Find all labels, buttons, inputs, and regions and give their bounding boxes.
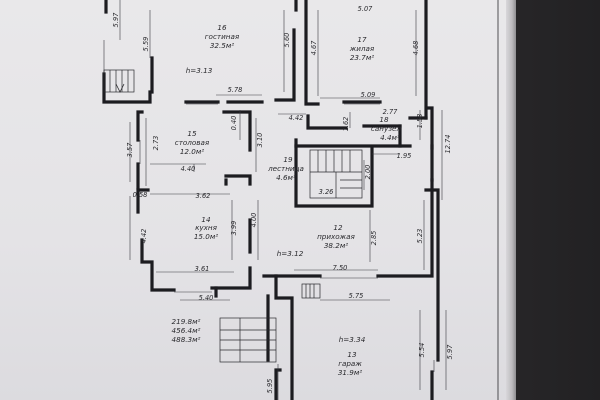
dim-3-57: 3.57 [126, 142, 134, 157]
dim-5-60: 5.60 [283, 33, 291, 48]
dim-5-97-right: 5.97 [446, 344, 454, 359]
room-area-16: 32.5м² [210, 41, 234, 50]
dim-5-23: 5.23 [416, 229, 424, 244]
dim-4-67: 4.67 [310, 40, 318, 55]
room-number-13: 13 [347, 350, 357, 359]
room-name-17: жилая [349, 44, 375, 53]
room-number-17: 17 [357, 35, 367, 44]
room-name-15: столовая [175, 138, 210, 147]
dim-5-54: 5.54 [418, 343, 426, 358]
dim-2-77: 2.77 [383, 108, 398, 116]
walls [102, 0, 440, 400]
dim-5-07: 5.07 [358, 5, 373, 13]
dim-5-40: 5.40 [199, 294, 214, 302]
dimension-labels: 5.97 5.59 5.60 5.07 4.67 4.68 5.78 5.09 … [112, 5, 454, 393]
dim-2-85: 2.85 [370, 231, 378, 246]
dim-5-97-top: 5.97 [112, 12, 120, 27]
height-garage: h=3.34 [339, 335, 366, 344]
room-name-14: кухня [195, 223, 218, 232]
dim-0-40: 0.40 [230, 116, 238, 131]
dim-1-95: 1.95 [397, 152, 412, 160]
room-area-17: 23.7м² [350, 53, 374, 62]
dim-3-26: 3.26 [319, 188, 334, 196]
room-area-12: 38.2м² [324, 241, 348, 250]
dim-5-75: 5.75 [349, 292, 364, 300]
room-area-15: 12.0м² [180, 147, 204, 156]
room-area-13: 31.9м² [338, 368, 362, 377]
room-area-18: 4.4м² [380, 133, 400, 142]
dim-4-40: 4.40 [181, 165, 196, 173]
dim-3-10: 3.10 [256, 133, 264, 148]
window-lines [103, 40, 435, 372]
dim-2-00: 2.00 [364, 165, 372, 180]
dim-12-74: 12.74 [444, 135, 452, 154]
dim-1-62: 1.62 [342, 117, 350, 132]
room-name-13: гараж [338, 359, 362, 368]
height-living: h=3.13 [186, 66, 213, 75]
total-area-2: 456.4м² [172, 326, 201, 335]
paper-edge [506, 0, 516, 400]
room-number-15: 15 [187, 129, 197, 138]
dim-4-00: 4.00 [250, 213, 258, 228]
room-number-19: 19 [283, 155, 293, 164]
room-name-16: гостиная [205, 32, 240, 41]
room-number-16: 16 [217, 23, 227, 32]
dim-4-68: 4.68 [412, 41, 420, 56]
height-hall: h=3.12 [277, 249, 304, 258]
room-number-12: 12 [333, 223, 343, 232]
total-area-1: 219.8м² [172, 317, 201, 326]
room-name-12: прихожая [317, 232, 355, 241]
room-number-14: 14 [201, 215, 211, 224]
dim-3-99: 3.99 [230, 221, 238, 236]
dim-1-58: 1.58 [416, 114, 424, 129]
dim-5-09: 5.09 [361, 91, 376, 99]
dim-3-61: 3.61 [195, 265, 210, 273]
staircase [309, 149, 363, 199]
room-name-19: лестница [267, 164, 304, 173]
garage-steps [301, 283, 321, 299]
entrance-arrow-icon [115, 83, 125, 93]
dimension-lines [119, 0, 447, 400]
dim-5-78: 5.78 [228, 86, 243, 94]
room-labels: 16 гостиная 32.5м² h=3.13 17 жилая 23.7м… [175, 23, 402, 377]
area-totals: 219.8м² 456.4м² 488.3м² [172, 317, 201, 344]
room-name-18: санузел [371, 124, 402, 133]
entrance-steps [219, 317, 277, 363]
room-number-18: 18 [379, 115, 389, 124]
dim-2-73: 2.73 [152, 136, 160, 151]
porch-stairs-top [103, 69, 135, 93]
room-area-19: 4.6м² [276, 173, 296, 182]
total-area-3: 488.3м² [172, 335, 201, 344]
dim-3-62: 3.62 [196, 192, 211, 200]
dim-7-50: 7.50 [333, 264, 348, 272]
room-area-14: 15.0м² [194, 232, 218, 241]
dim-5-59: 5.59 [142, 37, 150, 52]
dim-0-58: 0.58 [133, 191, 148, 199]
dim-5-95: 5.95 [266, 379, 274, 394]
dim-4-42-top: 4.42 [289, 114, 304, 122]
dim-4-42-left: 4.42 [140, 229, 148, 244]
